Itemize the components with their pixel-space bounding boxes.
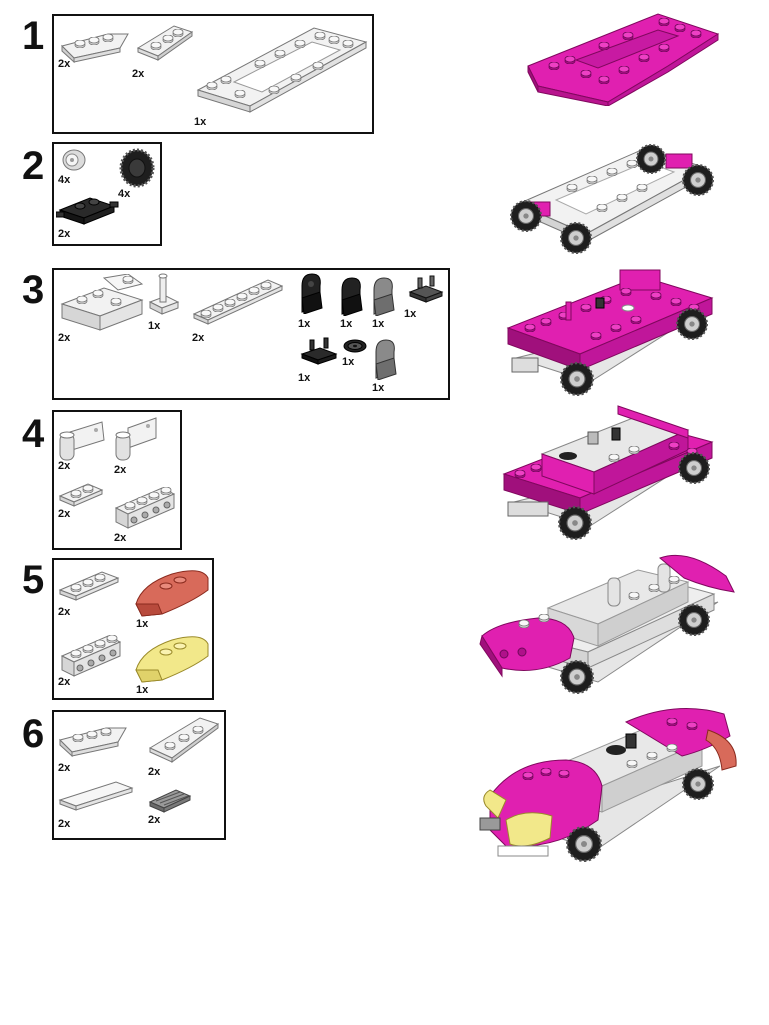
white-lever-base-icon: [146, 272, 182, 318]
trans-red-curved-slope-icon: [132, 564, 212, 620]
black-seat-icon: [338, 276, 366, 316]
quantity-label: 2x: [58, 58, 71, 70]
quantity-label: 1x: [148, 320, 161, 332]
quantity-label: 2x: [58, 818, 71, 830]
quantity-label: 1x: [298, 318, 311, 330]
quantity-label: 2x: [114, 464, 127, 476]
quantity-label: 1x: [372, 382, 385, 394]
quantity-label: 1x: [136, 684, 149, 696]
white-plate-icon: [58, 478, 104, 508]
step-2-model-chassis-with-wheels: [506, 134, 722, 258]
quantity-label: 1x: [372, 318, 385, 330]
trans-yellow-curved-slope-icon: [132, 630, 212, 686]
parts-callout: 2x 1x 2x 1x 1x: [52, 268, 450, 400]
black-axle-plate-icon: [56, 188, 120, 226]
white-wedge-plate-right-icon: [146, 714, 222, 766]
step-number: 1: [22, 14, 45, 58]
black-tire-icon: [118, 148, 156, 188]
quantity-label: 1x: [404, 308, 417, 320]
quantity-label: 4x: [118, 188, 131, 200]
quantity-label: 2x: [192, 332, 205, 344]
quantity-label: 2x: [148, 814, 161, 826]
white-plate-icon: [58, 566, 122, 604]
dark-gray-clip-plate-icon: [406, 274, 446, 306]
black-seat-icon: [298, 272, 326, 314]
quantity-label: 2x: [58, 762, 71, 774]
step-4-model-car-with-doors: [498, 402, 722, 548]
parts-callout: 2x 1x 2x 1x: [52, 558, 214, 700]
white-long-plate-icon: [190, 274, 286, 328]
quantity-label: 2x: [58, 606, 71, 618]
parts-callout: 4x 4x 2x: [52, 142, 162, 246]
quantity-label: 2x: [58, 228, 71, 240]
step-number: 5: [22, 558, 45, 602]
gray-grille-tile-icon: [148, 786, 192, 814]
quantity-label: 1x: [136, 618, 149, 630]
parts-callout: 2x 2x 2x 2x: [52, 710, 226, 840]
white-door-panel-icon: [58, 418, 108, 464]
white-tile-icon: [58, 778, 134, 814]
step-number: 6: [22, 712, 45, 756]
white-technic-brick-icon: [112, 480, 178, 532]
step-number: 4: [22, 412, 45, 456]
parts-callout: 2x 2x 1x: [52, 14, 374, 134]
quantity-label: 4x: [58, 174, 71, 186]
step-6-model-finished-car: [476, 700, 742, 870]
quantity-label: 1x: [342, 356, 355, 368]
light-gray-wheel-rim-icon: [60, 148, 88, 172]
black-steering-wheel-icon: [342, 338, 368, 354]
white-slope-brick-icon: [58, 274, 146, 332]
quantity-label: 2x: [58, 460, 71, 472]
white-wedge-plate-right-icon: [134, 22, 196, 62]
quantity-label: 2x: [114, 532, 127, 544]
step-number: 2: [22, 144, 45, 188]
white-wedge-plate-left-icon: [58, 718, 128, 758]
white-wedge-plate-left-icon: [60, 24, 130, 64]
quantity-label: 1x: [194, 116, 207, 128]
quantity-label: 2x: [58, 676, 71, 688]
quantity-label: 2x: [58, 332, 71, 344]
white-technic-brick-icon: [58, 628, 124, 680]
quantity-label: 1x: [340, 318, 353, 330]
black-clip-plate-icon: [298, 336, 340, 368]
quantity-label: 1x: [298, 372, 311, 384]
gray-seat-icon: [372, 338, 400, 380]
white-door-panel-icon: [112, 416, 160, 464]
parts-callout: 2x 2x 2x 2x: [52, 410, 182, 550]
quantity-label: 2x: [132, 68, 145, 80]
step-number: 3: [22, 268, 45, 312]
step-1-model-chassis: [518, 6, 738, 106]
white-large-frame-plate-icon: [194, 20, 370, 116]
quantity-label: 2x: [148, 766, 161, 778]
quantity-label: 2x: [58, 508, 71, 520]
step-5-model-car-with-hood: [478, 548, 740, 704]
gray-seat-icon: [370, 276, 398, 316]
step-3-model-car-base: [500, 262, 720, 406]
